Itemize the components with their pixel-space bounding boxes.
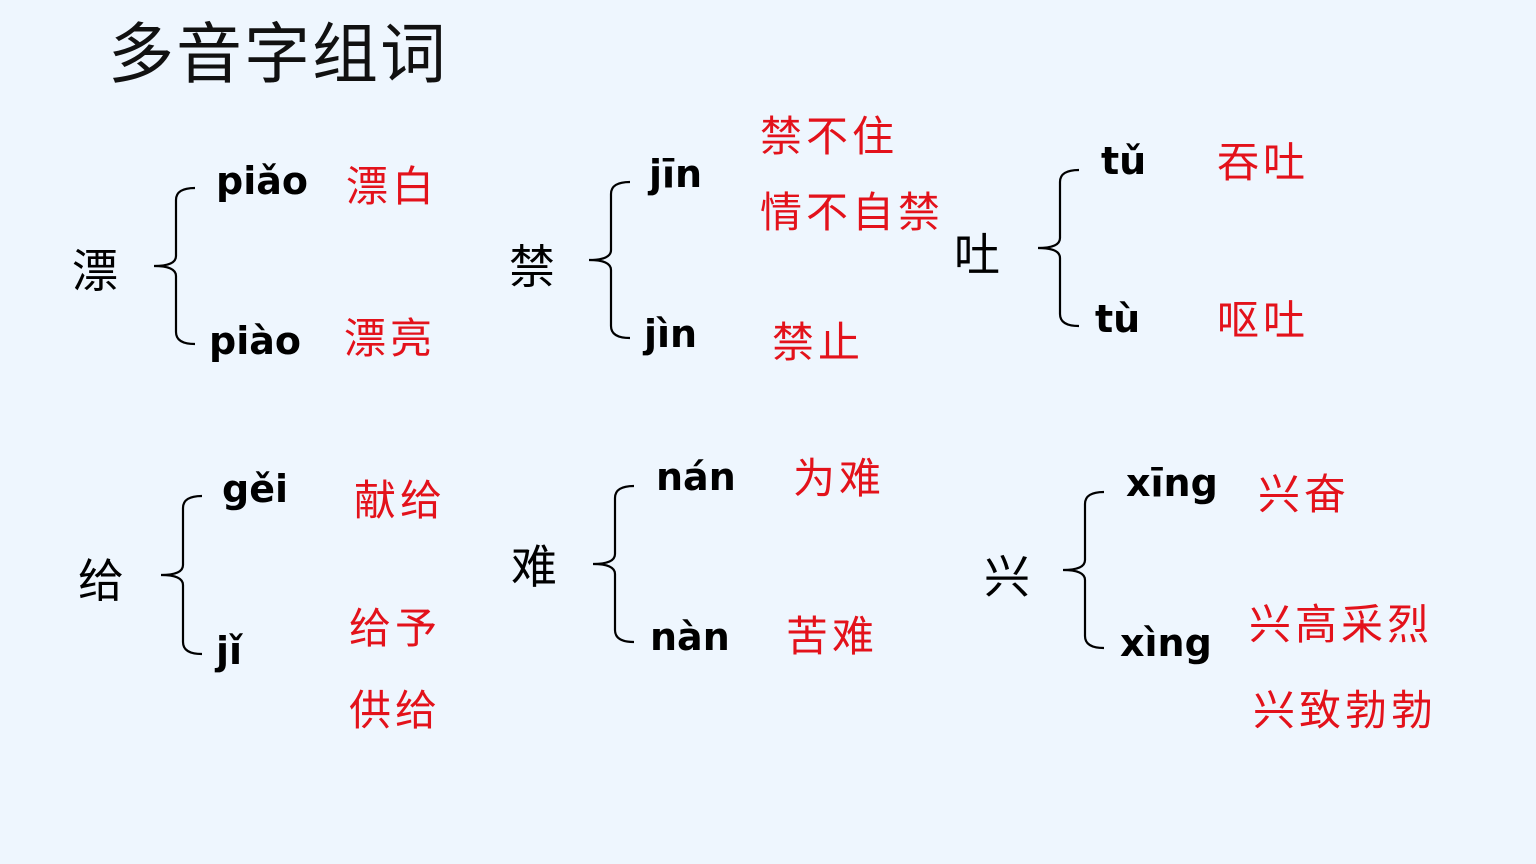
polyphone-char: 漂 <box>72 244 118 298</box>
pinyin-reading: tǔ <box>1101 139 1147 183</box>
pinyin-reading: nán <box>656 455 736 499</box>
example-word: 漂亮 <box>344 314 437 363</box>
brace-icon <box>153 186 196 346</box>
example-word: 禁不住 <box>760 112 899 161</box>
brace-icon <box>1062 490 1105 650</box>
example-word: 吞吐 <box>1217 138 1310 187</box>
brace-icon <box>160 494 203 656</box>
pinyin-reading: gěi <box>222 467 288 511</box>
example-word: 为难 <box>793 454 886 503</box>
polyphone-char: 难 <box>511 540 557 594</box>
example-word: 禁止 <box>772 318 865 367</box>
polyphone-char: 吐 <box>954 228 1000 282</box>
pinyin-reading: xīng <box>1126 461 1218 505</box>
pinyin-reading: jǐ <box>216 629 243 673</box>
polyphone-char: 兴 <box>984 550 1030 604</box>
polyphone-char: 禁 <box>509 240 555 294</box>
example-word: 献给 <box>354 476 447 525</box>
brace-icon <box>588 180 631 340</box>
example-word: 兴奋 <box>1258 470 1351 519</box>
page-title: 多音字组词 <box>108 16 448 93</box>
pinyin-reading: tù <box>1095 297 1141 341</box>
example-word: 给予 <box>349 604 442 653</box>
polyphone-char: 给 <box>78 554 124 608</box>
example-word: 兴高采烈 <box>1249 600 1434 649</box>
example-word: 漂白 <box>346 162 439 211</box>
example-word: 呕吐 <box>1217 296 1310 345</box>
example-word: 供给 <box>349 686 442 735</box>
example-word: 情不自禁 <box>760 188 945 237</box>
pinyin-reading: nàn <box>650 615 730 659</box>
pinyin-reading: piào <box>209 319 301 363</box>
brace-icon <box>592 484 635 644</box>
pinyin-reading: xìng <box>1120 621 1212 665</box>
brace-icon <box>1037 168 1080 328</box>
pinyin-reading: jìn <box>644 312 698 356</box>
example-word: 苦难 <box>786 612 879 661</box>
pinyin-reading: jīn <box>649 152 703 196</box>
pinyin-reading: piǎo <box>216 159 308 203</box>
example-word: 兴致勃勃 <box>1253 686 1438 735</box>
